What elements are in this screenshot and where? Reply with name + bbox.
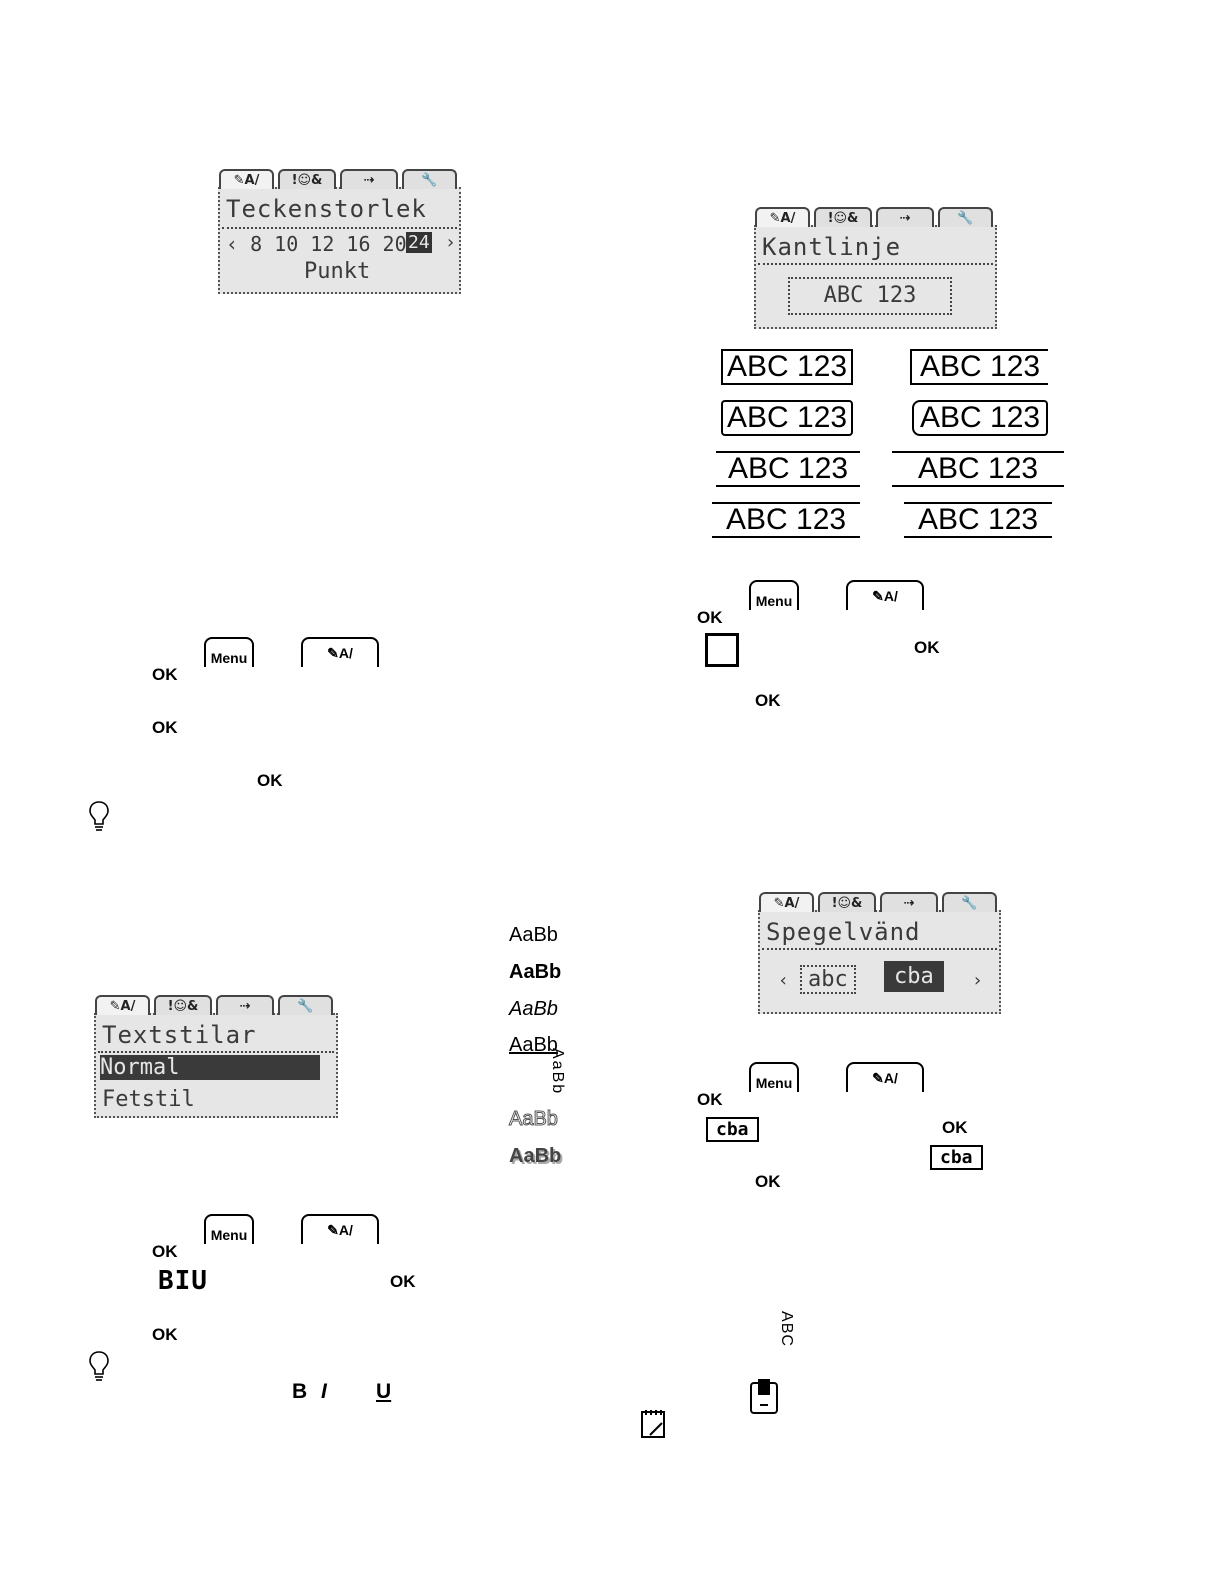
lcd-title: Kantlinje — [762, 233, 902, 261]
tab-format: ✎A/ — [759, 892, 814, 912]
mirror-option-mirrored: cba — [884, 961, 944, 992]
format-key-icon: ✎A/ — [846, 580, 924, 610]
border-sample-flowers: ABC 123 — [892, 451, 1065, 487]
ok-key: OK — [755, 1172, 781, 1191]
font-size-selected: 24 — [406, 232, 432, 253]
border-sample-box: ABC 123 — [721, 349, 854, 385]
tab-insert: !☺& — [818, 892, 876, 912]
italic-key: I — [321, 1380, 327, 1403]
lcd-tab-bar: ✎A/ !☺& ⇢ 🔧 — [95, 995, 333, 1015]
border-sample-arrow: ABC 123 — [712, 502, 861, 538]
mirror-lcd: Spegelvänd ‹ abc cba › — [758, 910, 1001, 1014]
format-key-icon: ✎A/ — [301, 1214, 379, 1244]
arrow-left-icon: ‹ — [778, 970, 789, 991]
tab-settings: 🔧 — [402, 169, 457, 189]
mirror-option-normal: abc — [800, 965, 856, 994]
style-sample-italic: AaBb — [509, 998, 558, 1020]
lcd-title: Textstilar — [102, 1021, 257, 1049]
style-sample-normal: AaBb — [509, 924, 558, 946]
tab-settings: 🔧 — [942, 892, 997, 912]
style-sample-shadow: AaBb — [509, 1145, 562, 1167]
lcd-tab-bar: ✎A/ !☺& ⇢ 🔧 — [759, 892, 997, 912]
tab-format: ✎A/ — [219, 169, 274, 189]
tab-files: ⇢ — [216, 995, 274, 1015]
biu-icon: BIU — [158, 1266, 208, 1296]
menu-key-icon: Menu — [749, 1062, 799, 1092]
ok-key: OK — [152, 1242, 178, 1261]
ok-key: OK — [942, 1118, 968, 1137]
font-size-lcd: Teckenstorlek ‹ 8 10 12 16 20 24 › Punkt — [218, 187, 461, 294]
menu-key-icon: Menu — [204, 1214, 254, 1244]
tab-files: ⇢ — [880, 892, 938, 912]
text-style-lcd: Textstilar Normal Fetstil — [94, 1013, 338, 1118]
arrow-right-icon: › — [972, 970, 983, 991]
tab-insert: !☺& — [278, 169, 336, 189]
lcd-tab-bar: ✎A/ !☺& ⇢ 🔧 — [755, 207, 993, 227]
style-sample-bold: AaBb — [509, 961, 562, 983]
format-key-icon: ✎A/ — [846, 1062, 924, 1092]
menu-key-icon: Menu — [749, 580, 799, 610]
ok-key: OK — [390, 1272, 416, 1291]
lcd-tab-bar: ✎A/ !☺& ⇢ 🔧 — [219, 169, 457, 189]
font-size-unit: Punkt — [304, 259, 371, 284]
tab-files: ⇢ — [876, 207, 934, 227]
menu-key-icon: Menu — [204, 637, 254, 667]
tab-insert: !☺& — [154, 995, 212, 1015]
lcd-title: Spegelvänd — [766, 918, 921, 946]
ok-key: OK — [914, 638, 940, 657]
tab-format: ✎A/ — [95, 995, 150, 1015]
tab-settings: 🔧 — [278, 995, 333, 1015]
underline-key: U — [376, 1380, 392, 1403]
style-sample-outline: AaBb — [509, 1108, 559, 1131]
ok-key: OK — [697, 1090, 723, 1109]
ok-key: OK — [152, 718, 178, 737]
format-key-icon: ✎A/ — [301, 637, 379, 667]
border-icon — [705, 633, 739, 667]
ok-key: OK — [152, 665, 178, 684]
border-sample-tag: ABC 123 — [912, 400, 1049, 436]
vertical-text-icon: ABC — [777, 1311, 795, 1347]
border-preview: ABC 123 — [788, 277, 952, 315]
mirror-icon: cba — [706, 1117, 759, 1142]
bold-key: B — [292, 1380, 308, 1403]
tab-format: ✎A/ — [755, 207, 810, 227]
lightbulb-icon — [89, 1351, 109, 1381]
label-cartridge-icon — [750, 1379, 778, 1414]
style-sample-vertical: AaBb — [549, 1048, 566, 1096]
style-selected-item: Normal — [100, 1055, 320, 1080]
tab-settings: 🔧 — [938, 207, 993, 227]
ok-key: OK — [697, 608, 723, 627]
tab-insert: !☺& — [814, 207, 872, 227]
ok-key: OK — [257, 771, 283, 790]
font-size-options: ‹ 8 10 12 16 20 — [226, 232, 407, 256]
border-sample-rounded: ABC 123 — [721, 400, 854, 436]
style-sample-underline: AaBb — [509, 1034, 558, 1056]
border-sample-ribbon: ABC 123 — [904, 502, 1053, 538]
lightbulb-icon — [89, 801, 109, 831]
ok-key: OK — [152, 1325, 178, 1344]
tab-files: ⇢ — [340, 169, 398, 189]
note-icon — [641, 1410, 665, 1438]
ok-key: OK — [755, 691, 781, 710]
border-lcd: Kantlinje ABC 123 — [754, 225, 997, 329]
mirror-icon: cba — [930, 1145, 983, 1170]
lcd-title: Teckenstorlek — [226, 195, 427, 223]
border-sample-scroll: ABC 123 — [910, 349, 1049, 385]
border-sample-zigzag: ABC 123 — [716, 451, 861, 487]
arrow-right-icon: › — [445, 232, 456, 253]
style-item: Fetstil — [102, 1087, 195, 1112]
